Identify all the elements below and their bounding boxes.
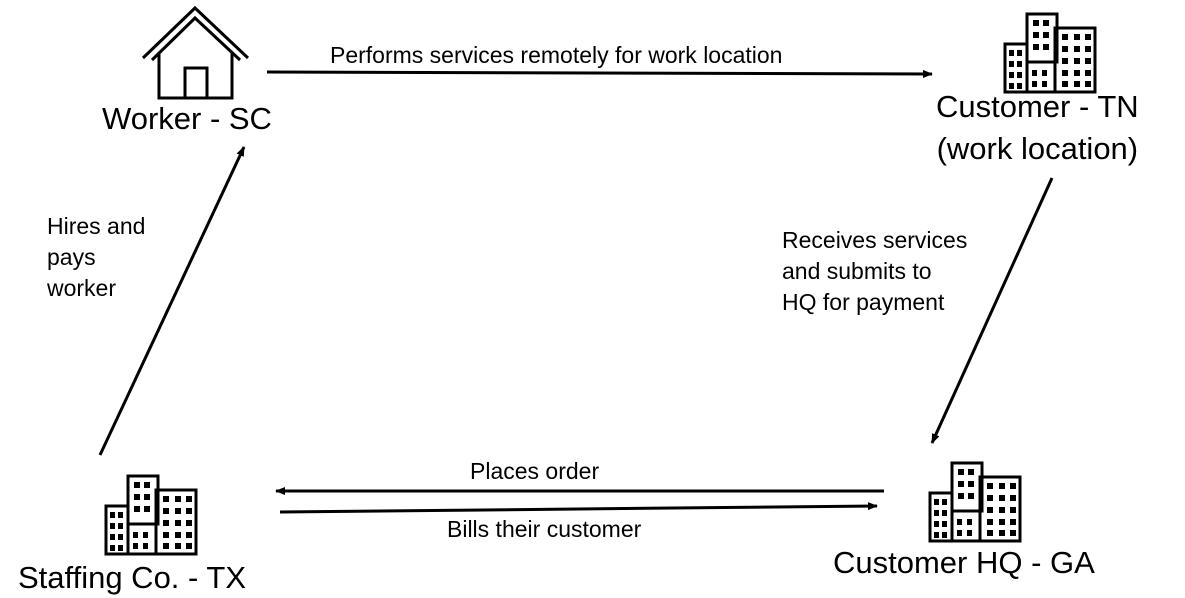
node-label-worker: Worker - SC	[102, 101, 272, 136]
edge-label-hires-line1: Hires and	[47, 213, 146, 239]
arrow-customer-tn-to-hq	[930, 177, 1054, 444]
office-buildings-icon	[104, 474, 198, 556]
edge-label-performs: Performs services remotely for work loca…	[330, 42, 783, 68]
office-buildings-icon	[928, 461, 1022, 543]
node-label-customer-tn: Customer - TN (work location)	[936, 86, 1139, 170]
arrow-worker-to-customer-tn	[266, 69, 933, 78]
edge-label-bills: Bills their customer	[447, 516, 642, 542]
edge-label-places-order: Places order	[470, 458, 600, 484]
node-label-staffing: Staffing Co. - TX	[18, 560, 247, 595]
house-icon	[141, 5, 250, 100]
arrow-staffing-to-worker	[98, 146, 246, 456]
edge-label-hires-line3: worker	[47, 275, 117, 301]
edge-label-receives-line1: Receives services	[782, 227, 968, 253]
node-label-customer-tn-line2: (work location)	[936, 131, 1139, 166]
edge-label-receives-line3: HQ for payment	[782, 289, 945, 315]
node-label-customer-hq: Customer HQ - GA	[833, 545, 1095, 580]
edge-label-receives: Receives services and submits to HQ for …	[782, 225, 967, 318]
edge-label-hires-line2: pays	[47, 244, 96, 270]
office-buildings-icon	[1003, 12, 1097, 94]
node-label-customer-tn-line1: Customer - TN	[936, 89, 1139, 124]
edge-label-receives-line2: and submits to	[782, 258, 932, 284]
edge-label-hires: Hires and pays worker	[47, 211, 145, 304]
arrow-staffing-to-hq	[279, 502, 878, 514]
